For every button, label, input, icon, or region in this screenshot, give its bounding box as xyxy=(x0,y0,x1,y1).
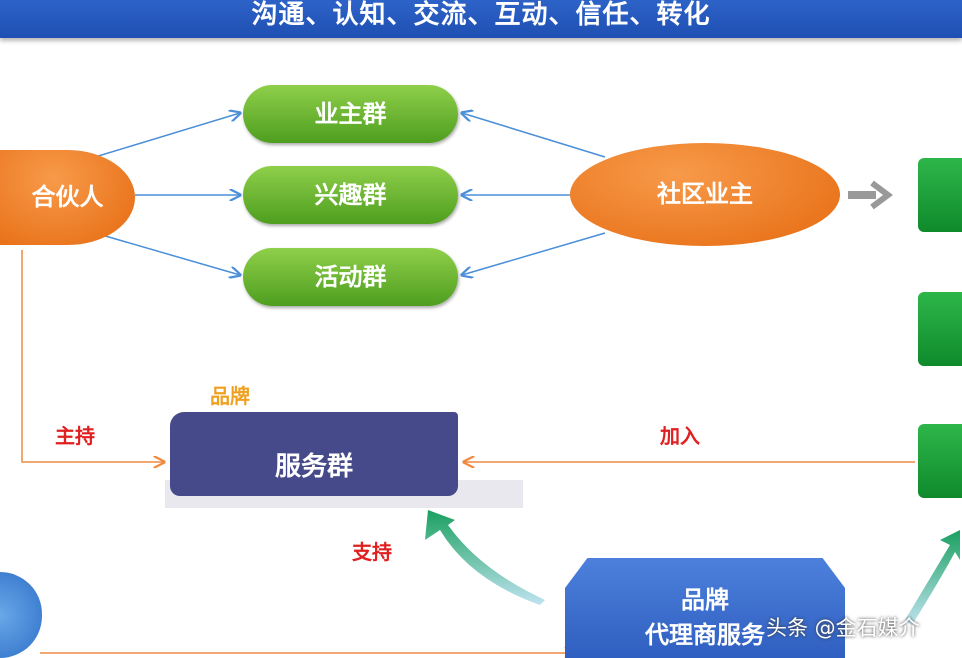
service-label: 服务群 xyxy=(274,452,353,482)
owner-group-node: 业主群 xyxy=(243,85,458,143)
curved-arrow xyxy=(905,530,960,625)
banner-title: 沟通、认知、交流、互动、信任、转化 xyxy=(0,0,962,38)
partner-label: 合伙人 xyxy=(31,183,104,211)
green-block xyxy=(918,292,962,366)
arrow xyxy=(462,113,606,158)
agent-line2: 代理商服务 xyxy=(645,621,765,649)
support-curved-arrow xyxy=(425,510,545,605)
activity-group-node: 活动群 xyxy=(243,248,458,306)
brand-agent-node: 品牌 代理商服务 xyxy=(565,558,845,658)
partner-node: 合伙人 xyxy=(0,150,135,245)
watermark: 头条 @金石媒介 xyxy=(766,616,920,640)
green-block xyxy=(918,424,962,498)
host-arrow xyxy=(21,250,164,462)
host-label: 主持 xyxy=(55,424,95,448)
community-owners-node: 社区业主 xyxy=(570,143,840,246)
arrow xyxy=(94,232,240,275)
arrow xyxy=(462,232,606,275)
agent-line1: 品牌 xyxy=(681,586,729,614)
support-label: 支持 xyxy=(352,540,392,564)
service-group-node: 服务群 xyxy=(170,412,458,496)
interest-group-node: 兴趣群 xyxy=(243,166,458,224)
join-label: 加入 xyxy=(660,424,700,448)
brand-tab-label: 品牌 xyxy=(210,384,250,408)
green-block xyxy=(918,158,962,232)
arrow xyxy=(94,113,240,158)
